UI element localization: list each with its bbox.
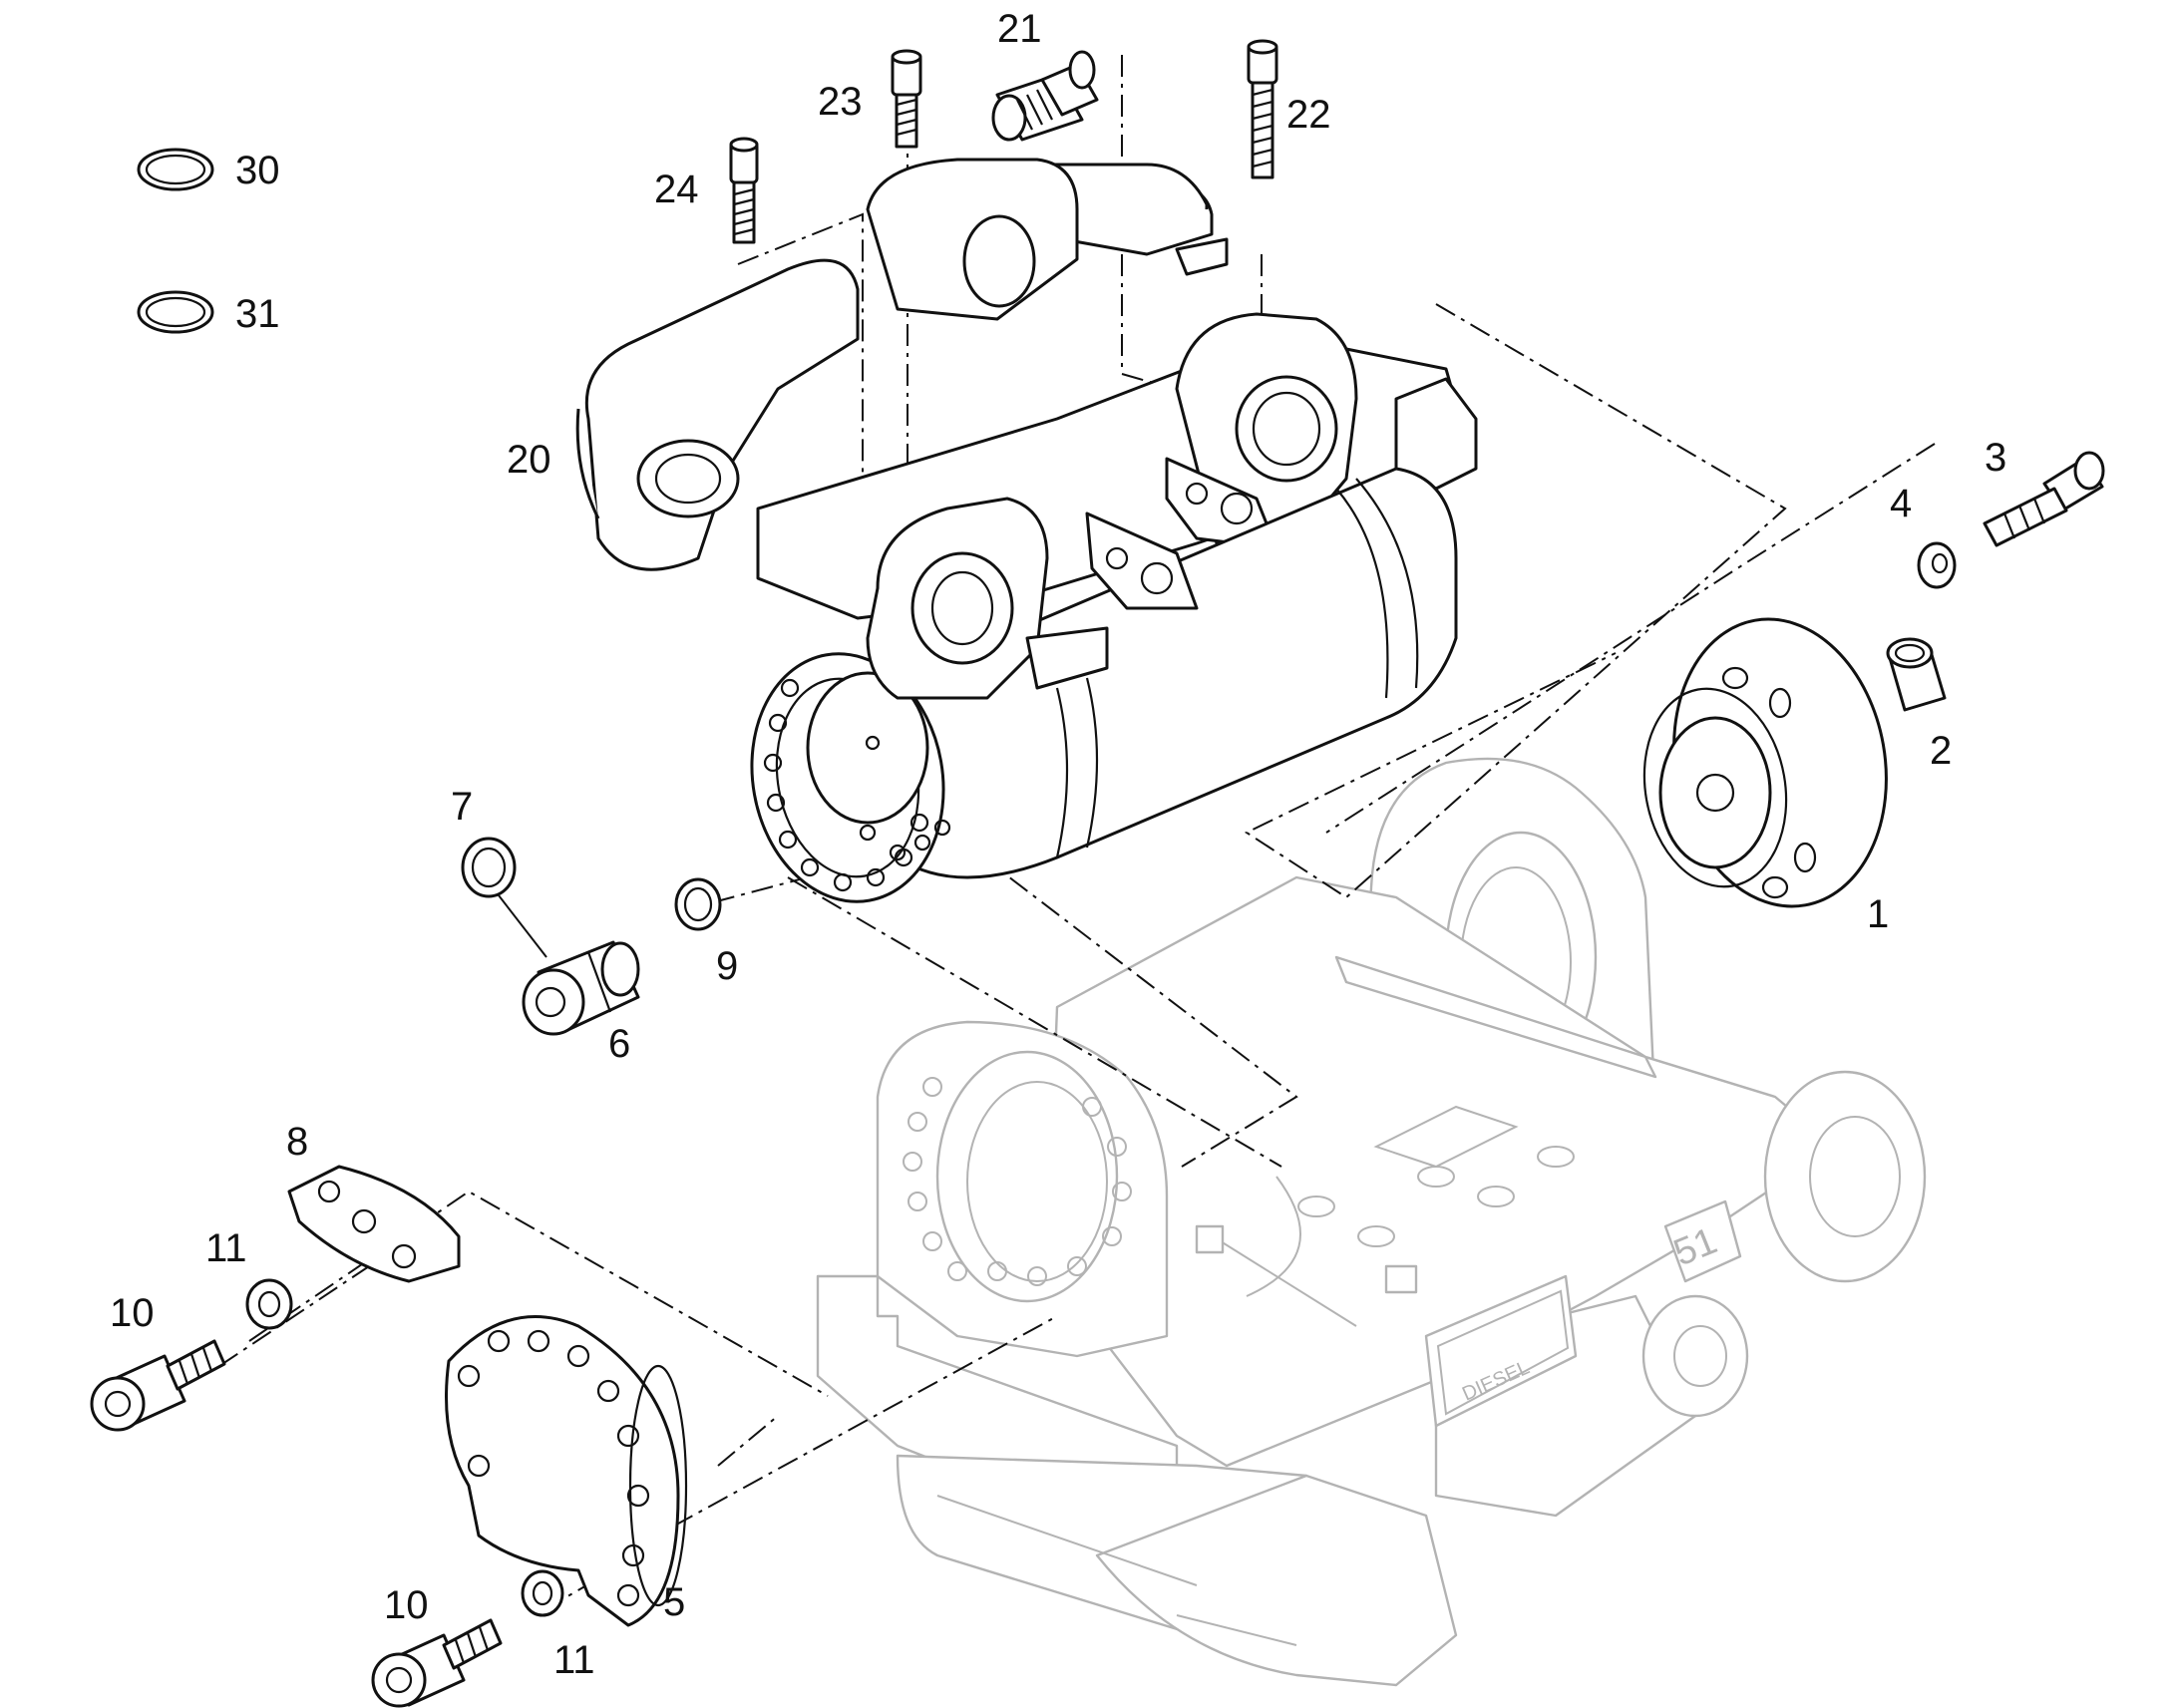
pin-6 — [522, 940, 640, 1036]
washer-4 — [1917, 541, 1957, 589]
callout-23: 23 — [818, 80, 863, 124]
bearing-housing-20 — [575, 158, 1478, 903]
o-ring-30 — [137, 148, 214, 191]
washer-9 — [674, 877, 722, 931]
callout-22: 22 — [1286, 93, 1331, 137]
callout-10-lower: 10 — [384, 1583, 429, 1627]
callout-20: 20 — [507, 438, 551, 482]
callout-24: 24 — [654, 168, 699, 211]
callout-8: 8 — [286, 1120, 308, 1164]
callout-7: 7 — [451, 785, 473, 829]
callout-5: 5 — [663, 1580, 685, 1624]
callout-2: 2 — [1930, 729, 1952, 773]
lock-plate-8 — [287, 1165, 461, 1283]
nameplate — [1424, 1274, 1578, 1428]
callout-6: 6 — [608, 1022, 630, 1066]
callout-labels: 30 31 24 23 21 22 20 3 4 2 1 7 9 6 8 11 … — [110, 7, 2006, 1682]
callout-11-upper: 11 — [205, 1226, 247, 1270]
machine-frame-ghost: DIESEL 51 — [816, 757, 1927, 1687]
callout-9: 9 — [716, 944, 738, 988]
cover-plate-5 — [445, 1315, 688, 1627]
seal-ring-7 — [461, 837, 517, 898]
washer-11-upper — [245, 1278, 293, 1330]
fitting-21 — [991, 50, 1099, 142]
callout-21: 21 — [997, 7, 1042, 51]
o-ring-31 — [137, 290, 214, 334]
bolt-24 — [729, 137, 759, 244]
callout-4: 4 — [1890, 482, 1912, 525]
bolt-10-lower — [371, 1618, 503, 1708]
bolt-3 — [1983, 451, 2105, 547]
callout-11-lower: 11 — [553, 1638, 595, 1682]
callout-3: 3 — [1985, 436, 2006, 480]
callout-30: 30 — [235, 149, 280, 192]
flange-cover-1 — [1642, 617, 1888, 908]
leader-7 — [498, 894, 547, 958]
callout-1: 1 — [1867, 892, 1889, 936]
callout-10-upper: 10 — [110, 1291, 155, 1335]
callout-31: 31 — [235, 292, 280, 336]
bolt-23 — [891, 49, 922, 149]
bolt-22 — [1247, 39, 1278, 179]
bushing-2 — [1886, 637, 1947, 712]
bolt-10-upper — [90, 1339, 226, 1432]
washer-11-lower — [521, 1569, 564, 1617]
